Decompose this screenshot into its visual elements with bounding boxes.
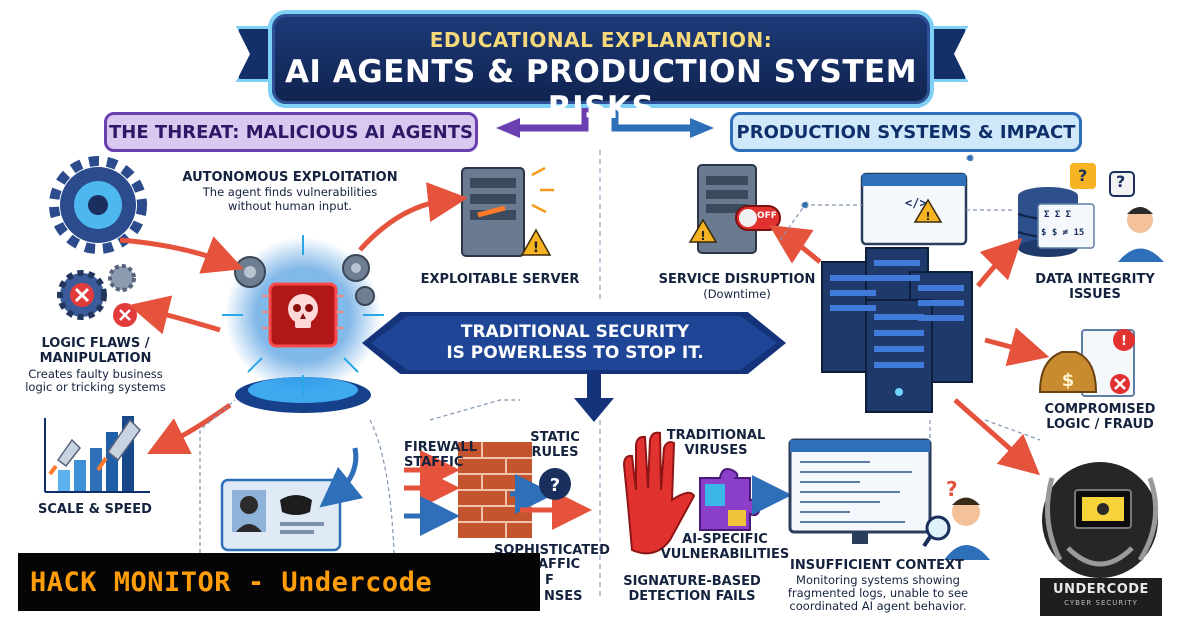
signature-label-1: SIGNATURE-BASED xyxy=(623,574,761,589)
firewall-arrows-red xyxy=(404,450,460,508)
logic-title-1: LOGIC FLAWS / xyxy=(41,336,150,351)
insufficient-title: INSUFFICIENT CONTEXT xyxy=(790,558,964,573)
insufficient-desc-2: fragmented logs, unable to see xyxy=(787,586,969,600)
page-title: AI AGENTS & PRODUCTION SYSTEM RISKS xyxy=(284,54,918,126)
question-icon xyxy=(539,468,571,500)
center-band-inner xyxy=(371,316,777,370)
svg-text:!: ! xyxy=(700,229,705,243)
svg-text:!: ! xyxy=(925,210,930,223)
center-line-1: TRADITIONAL SECURITY xyxy=(460,322,690,342)
exploitable-server-label: EXPLOITABLE SERVER xyxy=(420,272,580,287)
sophisticated-label-2: AFFIC xyxy=(538,557,581,572)
data-integrity-2: ISSUES xyxy=(1069,287,1121,302)
title-pre: EDUCATIONAL EXPLANATION: xyxy=(429,28,773,52)
autonomous-gear-icon xyxy=(49,156,147,254)
database-icon xyxy=(1017,163,1135,257)
db-line-1: Σ Σ Σ xyxy=(1044,210,1072,220)
hack-monitor-banner[interactable]: HACK MONITOR - Undercode xyxy=(18,553,540,611)
hack-monitor-text: HACK MONITOR - Undercode xyxy=(30,566,433,598)
title-banner: EDUCATIONAL EXPLANATION: AI AGENTS & PRO… xyxy=(268,10,934,126)
logic-title-2: MANIPULATION xyxy=(39,351,152,366)
autonomous-desc-1: The agent finds vulnerabilities xyxy=(202,185,378,199)
scale-speed-label: SCALE & SPEED xyxy=(38,502,152,517)
firewall-arrows-blue xyxy=(404,474,555,536)
downtime-label: (Downtime) xyxy=(703,287,771,301)
traditional-viruses-2: VIRUSES xyxy=(684,443,748,458)
blue-arrow-id xyxy=(319,447,364,508)
impact-arrows xyxy=(769,225,1050,476)
stop-hand-icon xyxy=(622,431,696,555)
svg-text:?: ? xyxy=(550,475,560,496)
insufficient-desc-1: Monitoring systems showing xyxy=(796,573,960,587)
investigator-icon: ? xyxy=(922,477,990,560)
center-message: TRADITIONAL SECURITY IS POWERLESS TO STO… xyxy=(430,322,720,364)
fraud-icon: ! $ xyxy=(1038,329,1135,397)
logic-desc-2: logic or tricking systems xyxy=(25,380,166,394)
firewall-icon xyxy=(458,442,532,538)
scale-speed-icon xyxy=(44,416,150,493)
center-line-2: IS POWERLESS TO STOP IT. xyxy=(446,343,704,363)
autonomous-desc-2: without human input. xyxy=(228,199,352,213)
signature-label-2: DETECTION FAILS xyxy=(628,589,756,604)
ai-vuln-1: AI-SPECIFIC xyxy=(682,532,768,547)
static-label-2: RULES xyxy=(531,445,579,460)
puzzle-icon xyxy=(699,468,762,531)
firewall-label-1: FIREWALL xyxy=(404,440,477,455)
disrupted-server-icon: ! xyxy=(688,164,781,254)
exploitable-server-icon: ! xyxy=(461,166,554,257)
fork-arrows xyxy=(496,108,714,138)
logic-flaw-icon xyxy=(57,264,137,327)
firewall-label-2: STAFFIC xyxy=(404,455,464,470)
server-cluster-icon xyxy=(821,247,973,413)
impact-banner: PRODUCTION SYSTEMS & IMPACT xyxy=(730,112,1082,152)
logo-tag: CYBER SECURITY xyxy=(1064,599,1138,607)
service-disruption-label: SERVICE DISRUPTION xyxy=(658,272,816,287)
compromised-2: LOGIC / FRAUD xyxy=(1046,417,1154,432)
autonomous-title: AUTONOMOUS EXPLOITATION xyxy=(182,170,398,185)
svg-text:!: ! xyxy=(533,240,539,256)
svg-text:!: ! xyxy=(1121,334,1127,349)
logic-desc-1: Creates faulty business xyxy=(28,367,163,381)
down-arrow xyxy=(574,372,614,422)
db-line-2: $ $ ≠ 15 xyxy=(1041,228,1085,238)
logo-name: UNDERCODE xyxy=(1053,582,1149,597)
svg-text:?: ? xyxy=(946,477,958,501)
threat-arrows xyxy=(119,182,468,454)
threat-banner: THE THREAT: MALICIOUS AI AGENTS xyxy=(104,112,478,152)
svg-text:$: $ xyxy=(1062,370,1075,391)
ai-vuln-2: VULNERABILITIES xyxy=(660,547,790,562)
off-label: OFF xyxy=(757,211,777,221)
id-card-icon xyxy=(220,478,342,552)
partial-label-2: NSES xyxy=(544,589,583,604)
traditional-viruses-1: TRADITIONAL xyxy=(666,428,766,443)
partial-label-1: F xyxy=(545,573,554,588)
insufficient-desc-3: coordinated AI agent behavior. xyxy=(789,599,967,613)
ai-agent-core xyxy=(222,235,384,413)
compromised-1: COMPROMISED xyxy=(1044,402,1156,417)
log-monitor-icon xyxy=(788,438,932,544)
code-tag: </> xyxy=(905,196,927,210)
question-badge-1: ? xyxy=(1078,166,1088,185)
question-badge-2: ? xyxy=(1116,172,1126,191)
code-window-icon: ! xyxy=(860,172,968,246)
data-integrity-1: DATA INTEGRITY xyxy=(1035,272,1155,287)
worried-person-icon xyxy=(1118,207,1164,262)
static-label-1: STATIC xyxy=(530,430,580,445)
undercode-logo xyxy=(1040,462,1162,616)
